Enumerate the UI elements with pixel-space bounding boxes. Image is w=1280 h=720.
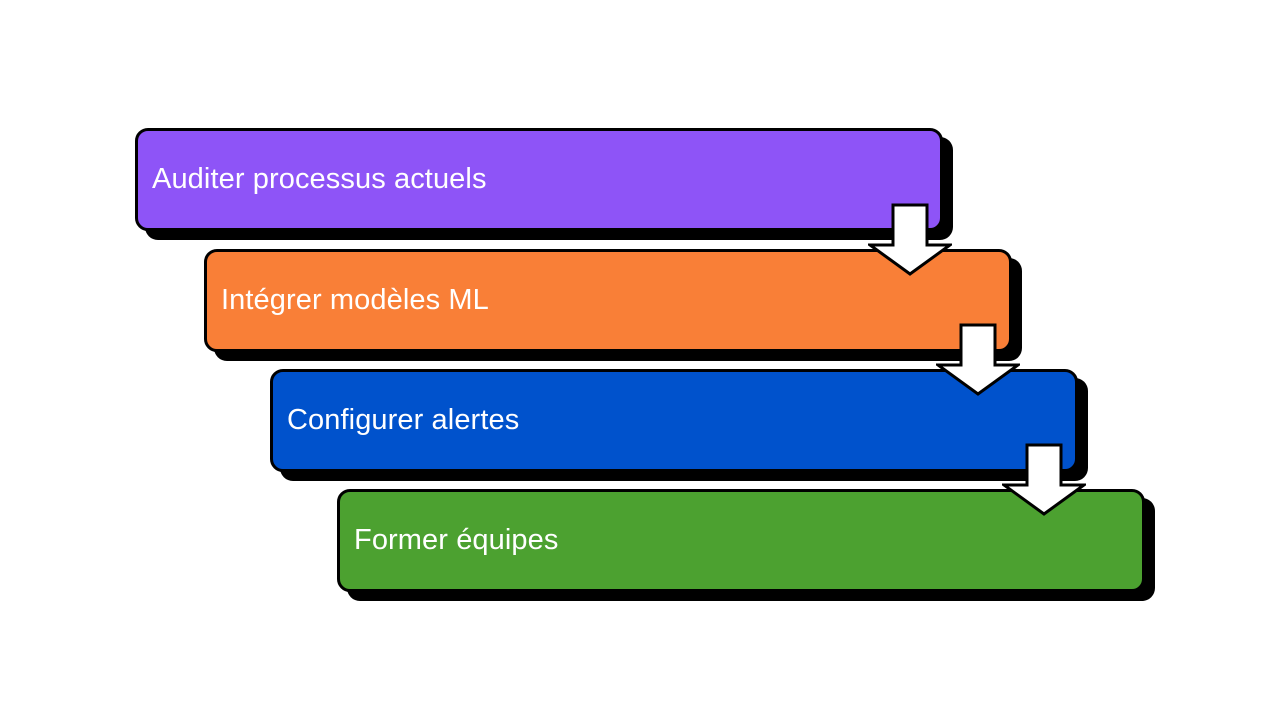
process-step-3-label: Configurer alertes: [287, 404, 520, 436]
process-step-2[interactable]: Intégrer modèles ML: [204, 249, 1012, 352]
process-step-1[interactable]: Auditer processus actuels: [135, 128, 943, 231]
process-step-1-label: Auditer processus actuels: [152, 163, 487, 195]
process-step-2-label: Intégrer modèles ML: [221, 284, 489, 316]
process-step-4[interactable]: Former équipes: [337, 489, 1145, 592]
process-step-3[interactable]: Configurer alertes: [270, 369, 1078, 472]
process-step-4-label: Former équipes: [354, 524, 559, 556]
